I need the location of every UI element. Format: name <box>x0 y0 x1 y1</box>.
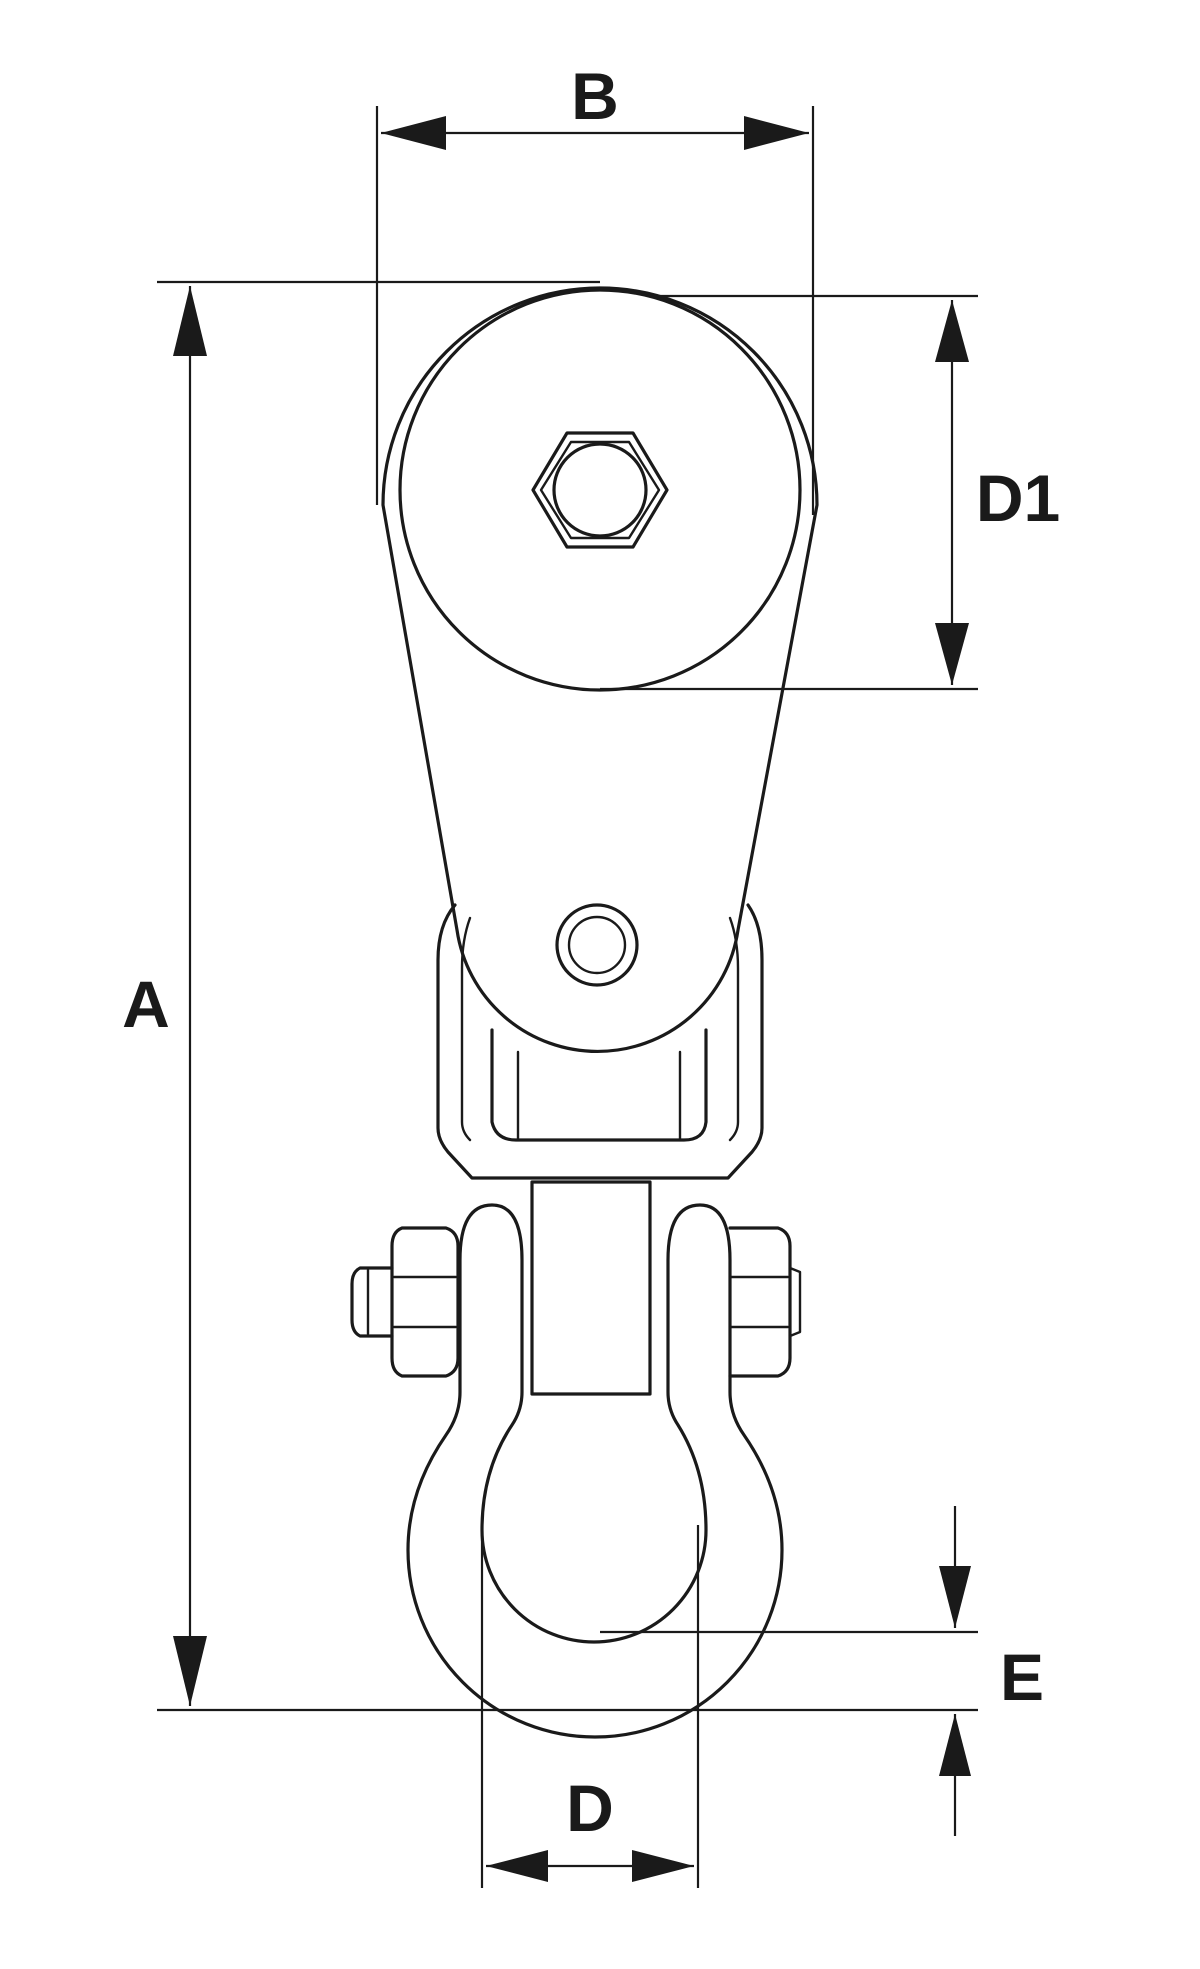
shackle-nut-left <box>390 1226 460 1378</box>
dim-label-b: B <box>571 59 619 133</box>
rivet-outer <box>555 903 639 987</box>
rivet-inner <box>567 915 627 975</box>
swivel-shank <box>530 1180 652 1396</box>
dim-d-arrow-left <box>486 1850 548 1882</box>
dimension-labels: B D1 A E D <box>122 59 1060 1845</box>
cheek-plate <box>381 286 819 1053</box>
dim-a-arrow-top <box>173 286 207 356</box>
dim-label-d: D <box>566 1771 614 1845</box>
shackle-bolt-end-left <box>350 1266 394 1338</box>
dim-b-arrow-left <box>381 116 446 150</box>
dim-e-arrow-top <box>939 1566 971 1628</box>
swivel-yoke <box>436 903 764 1180</box>
dim-d-arrow-right <box>632 1850 694 1882</box>
pulley-block <box>350 286 819 1739</box>
shackle-nut-right <box>728 1226 792 1378</box>
yoke-inner-left <box>460 916 472 1142</box>
dim-a-arrow-bottom <box>173 1636 207 1706</box>
dim-d1-arrow-bottom <box>935 623 969 685</box>
dim-label-a: A <box>122 967 170 1041</box>
shackle-bow <box>406 1203 784 1739</box>
dim-b-arrow-right <box>744 116 809 150</box>
dimension-lines <box>157 106 978 1888</box>
sheave-wheel <box>398 288 802 692</box>
dim-e-arrow-bottom <box>939 1714 971 1776</box>
dim-label-d1: D1 <box>976 461 1060 535</box>
dim-label-e: E <box>1000 1640 1044 1714</box>
shackle-nut-right-cap <box>788 1266 802 1338</box>
yoke-inner-right <box>728 916 740 1142</box>
axle-hex-nut-chamfer <box>539 440 661 540</box>
axle-hex-nut <box>531 431 669 549</box>
dim-d1-arrow-top <box>935 300 969 362</box>
axle-bolt-head <box>552 442 648 538</box>
yoke-inner-box <box>490 1028 708 1142</box>
